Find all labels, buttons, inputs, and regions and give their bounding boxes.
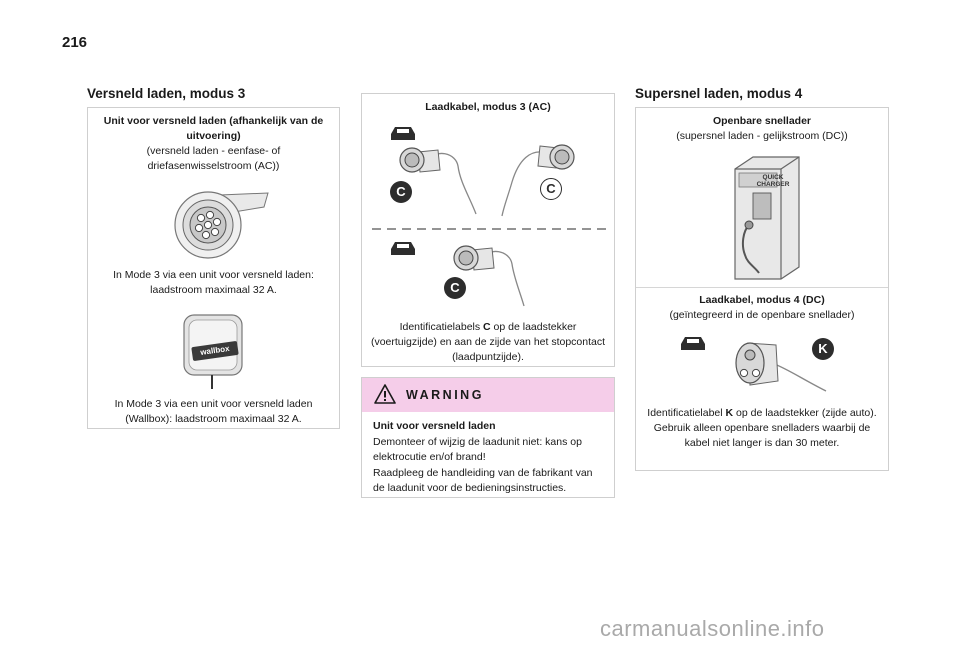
mode4-panel: Openbare snellader (supersnel laden - ge… bbox=[635, 107, 889, 471]
quick-charger-image bbox=[734, 156, 800, 280]
socket-caption: In Mode 3 via een unit voor versneld lad… bbox=[113, 269, 314, 296]
wallbox-caption: In Mode 3 via een unit voor versneld lad… bbox=[114, 398, 313, 425]
dc-cable-subtitle: (geïntegreerd in de openbare snellader) bbox=[669, 309, 855, 321]
warning-box: WARNING Unit voor versneld laden Demonte… bbox=[361, 377, 615, 498]
label-c-caption: Identificatielabels C op de laadstekker … bbox=[370, 321, 606, 363]
car-icon bbox=[391, 127, 415, 140]
label-c-vehicle-badge: C bbox=[390, 181, 412, 203]
car-icon bbox=[681, 337, 705, 350]
station-plug-image bbox=[501, 144, 575, 217]
label-k-badge: K bbox=[812, 338, 834, 360]
unit-subtitle: (versneld laden - eenfase- of driefasenw… bbox=[146, 145, 281, 172]
unit-title: Unit voor versneld laden (afhankelijk va… bbox=[103, 115, 324, 142]
label-c-station-badge: C bbox=[540, 178, 562, 200]
dc-plug-image bbox=[735, 342, 827, 392]
charger-title: Openbare snellader bbox=[712, 115, 812, 127]
watermark: carmanualsonline.info bbox=[600, 616, 825, 641]
vehicle-plug-image bbox=[399, 147, 477, 215]
section-title-mode3: Versneld laden, modus 3 bbox=[87, 86, 246, 101]
mode3-unit-panel: Unit voor versneld laden (afhankelijk va… bbox=[87, 107, 340, 429]
charging-socket-image bbox=[174, 191, 269, 259]
panel-divider bbox=[636, 287, 888, 288]
warning-body: Unit voor versneld laden Demonteer of wi… bbox=[373, 420, 593, 494]
page-number: 216 bbox=[62, 34, 88, 51]
section-title-mode4: Supersnel laden, modus 4 bbox=[635, 86, 803, 101]
warning-header bbox=[362, 378, 614, 412]
mode3-cable-panel: Laadkabel, modus 3 (AC) C C C Identifica… bbox=[361, 93, 615, 367]
charger-brand: QUICK CHARGER bbox=[756, 174, 790, 188]
charger-subtitle: (supersnel laden - gelijkstroom (DC)) bbox=[676, 130, 848, 142]
mode3-cable-title: Laadkabel, modus 3 (AC) bbox=[425, 101, 551, 113]
label-k-caption: Identificatielabel K op de laadstekker (… bbox=[647, 407, 877, 449]
warning-title: WARNING bbox=[406, 388, 484, 402]
integrated-plug-image bbox=[453, 245, 525, 307]
dashed-separator bbox=[372, 228, 606, 230]
warning-triangle-icon bbox=[374, 384, 396, 404]
label-c-badge: C bbox=[444, 277, 466, 299]
car-icon bbox=[391, 242, 415, 255]
dc-cable-title: Laadkabel, modus 4 (DC) bbox=[699, 294, 825, 306]
